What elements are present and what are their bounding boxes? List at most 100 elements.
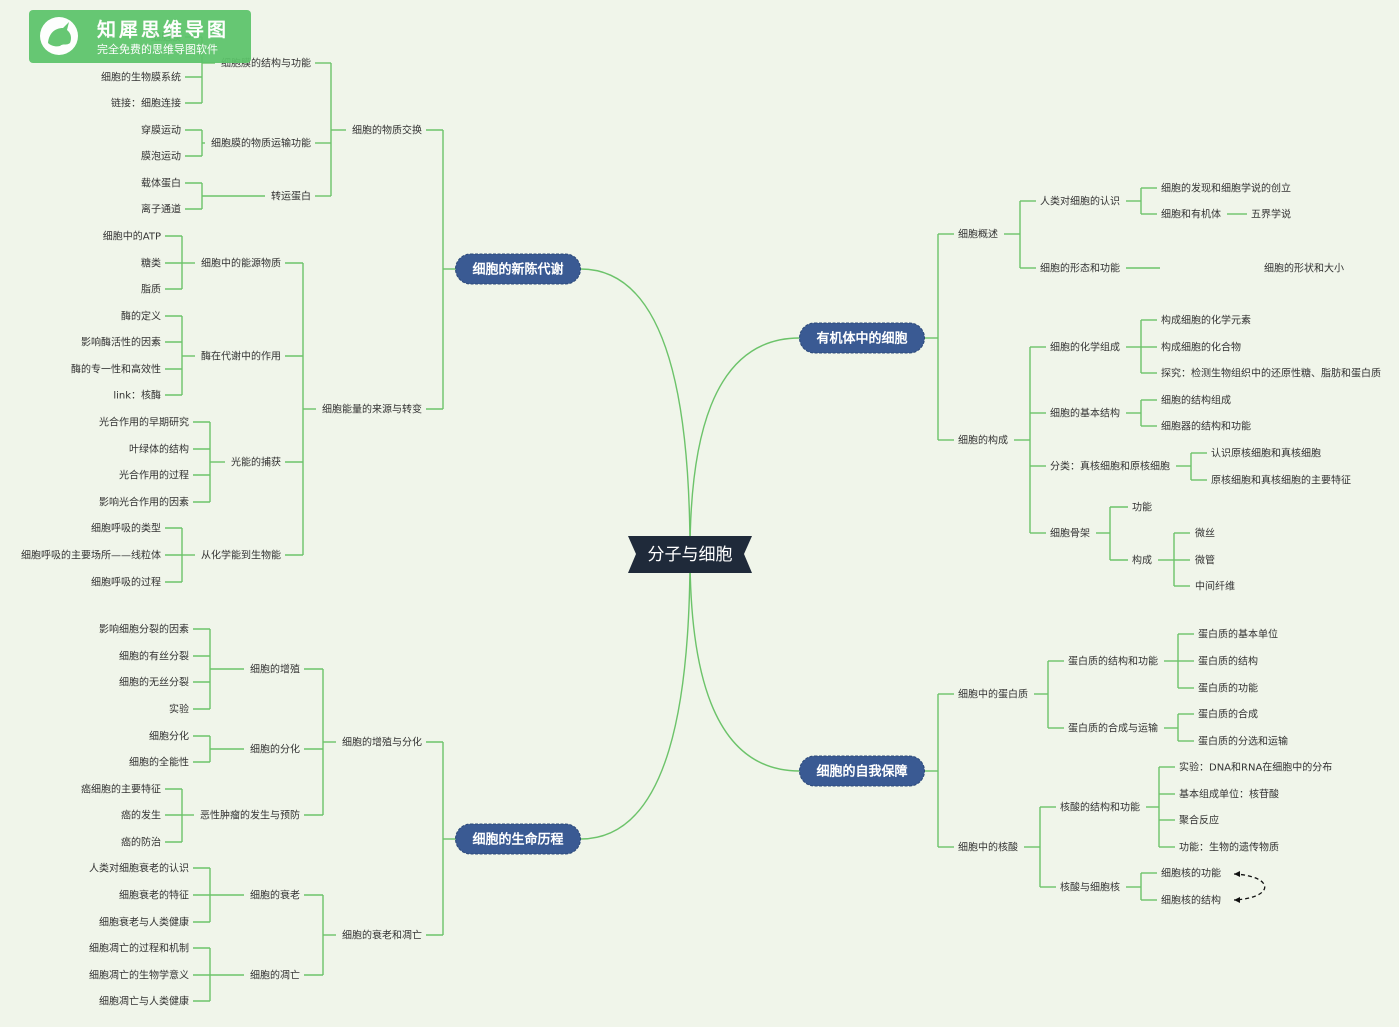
connector-line	[689, 337, 800, 555]
topic-node[interactable]: 核酸与细胞核	[1060, 881, 1120, 894]
topic-node[interactable]: 细胞分化	[149, 730, 189, 743]
topic-node[interactable]: 微管	[1195, 554, 1215, 567]
topic-node[interactable]: 细胞呼吸的过程	[91, 576, 161, 589]
topic-node[interactable]: 细胞中的核酸	[958, 841, 1018, 854]
topic-node[interactable]: 糖类	[141, 257, 161, 270]
topic-node[interactable]: 细胞衰老与人类健康	[99, 916, 189, 929]
topic-node[interactable]: 穿膜运动	[141, 124, 181, 137]
topic-node[interactable]: 细胞能量的来源与转变	[322, 403, 422, 416]
topic-node[interactable]: 光能的捕获	[231, 456, 281, 469]
topic-node[interactable]: 细胞的生物膜系统	[101, 71, 181, 84]
topic-node[interactable]: 功能：生物的遗传物质	[1179, 841, 1279, 854]
topic-node[interactable]: 构成	[1132, 554, 1152, 567]
topic-node[interactable]: 光合作用的早期研究	[99, 416, 189, 429]
topic-node[interactable]: 癌细胞的主要特征	[81, 783, 161, 796]
root-node[interactable]: 分子与细胞	[628, 536, 752, 573]
topic-node[interactable]: 恶性肿瘤的发生与预防	[200, 809, 300, 822]
topic-node[interactable]: 实验：DNA和RNA在细胞中的分布	[1179, 761, 1332, 774]
topic-node[interactable]: 聚合反应	[1179, 814, 1219, 827]
topic-node[interactable]: 载体蛋白	[141, 177, 181, 190]
topic-node[interactable]: 五界学说	[1251, 208, 1291, 221]
topic-node[interactable]: 细胞中的能源物质	[201, 257, 281, 270]
topic-node[interactable]: 蛋白质的合成与运输	[1068, 722, 1158, 735]
topic-node[interactable]: 细胞的结构组成	[1161, 394, 1231, 407]
topic-node[interactable]: 基本组成单位：核苷酸	[1179, 788, 1279, 801]
topic-node[interactable]: 叶绿体的结构	[129, 443, 189, 456]
topic-node[interactable]: 蛋白质的分选和运输	[1198, 735, 1288, 748]
topic-node[interactable]: 细胞的形态和功能	[1040, 262, 1120, 275]
topic-node[interactable]: 光合作用的过程	[119, 469, 189, 482]
topic-node[interactable]: 细胞凋亡的生物学意义	[89, 969, 189, 982]
topic-node[interactable]: 细胞的分化	[250, 743, 300, 756]
topic-node[interactable]: 细胞凋亡的过程和机制	[89, 942, 189, 955]
topic-node[interactable]: 影响光合作用的因素	[99, 496, 189, 509]
topic-node[interactable]: 细胞核的功能	[1161, 867, 1221, 880]
topic-node[interactable]: 细胞的衰老和凋亡	[342, 929, 422, 942]
topic-node[interactable]: 细胞的衰老	[250, 889, 300, 902]
topic-node[interactable]: 转运蛋白	[271, 190, 311, 203]
topic-node[interactable]: 细胞的增殖与分化	[342, 736, 422, 749]
topic-node[interactable]: 影响细胞分裂的因素	[99, 623, 189, 636]
topic-node[interactable]: 细胞的增殖	[250, 663, 300, 676]
topic-node[interactable]: 癌的防治	[121, 836, 161, 849]
connector-lines	[165, 36, 1247, 1002]
topic-node[interactable]: 蛋白质的功能	[1198, 682, 1258, 695]
topic-node[interactable]: 实验	[169, 703, 189, 716]
branch-node[interactable]: 细胞的生命历程	[454, 823, 582, 855]
topic-node[interactable]: 蛋白质的合成	[1198, 708, 1258, 721]
topic-node[interactable]: 认识原核细胞和真核细胞	[1211, 447, 1321, 460]
topic-node[interactable]: 构成细胞的化学元素	[1161, 314, 1251, 327]
topic-node[interactable]: 细胞的全能性	[129, 756, 189, 769]
topic-node[interactable]: 链接：细胞连接	[111, 97, 181, 110]
topic-node[interactable]: 离子通道	[141, 203, 181, 216]
topic-node[interactable]: 蛋白质的基本单位	[1198, 628, 1278, 641]
topic-node[interactable]: 细胞器的结构和功能	[1161, 420, 1251, 433]
topic-node[interactable]: 微丝	[1195, 527, 1215, 540]
topic-node[interactable]: 从化学能到生物能	[201, 549, 281, 562]
topic-node[interactable]: 细胞的有丝分裂	[119, 650, 189, 663]
topic-node[interactable]: 细胞的发现和细胞学说的创立	[1161, 182, 1291, 195]
arrowhead-icon	[1234, 897, 1240, 903]
topic-node[interactable]: 细胞的物质交换	[352, 124, 422, 137]
topic-node[interactable]: 分类：真核细胞和原核细胞	[1050, 460, 1170, 473]
arrowhead-icon	[1234, 871, 1240, 877]
topic-node[interactable]: 蛋白质的结构	[1198, 655, 1258, 668]
topic-node[interactable]: 细胞骨架	[1050, 527, 1090, 540]
topic-node[interactable]: 细胞膜的物质运输功能	[211, 137, 311, 150]
topic-node[interactable]: link：核酶	[113, 389, 161, 402]
topic-node[interactable]: 细胞的凋亡	[250, 969, 300, 982]
topic-node[interactable]: 探究：检测生物组织中的还原性糖、脂肪和蛋白质	[1161, 367, 1381, 380]
topic-node[interactable]: 中间纤维	[1195, 580, 1235, 593]
topic-node[interactable]: 原核细胞和真核细胞的主要特征	[1211, 474, 1351, 487]
topic-node[interactable]: 癌的发生	[121, 809, 161, 822]
topic-node[interactable]: 细胞核的结构	[1161, 894, 1221, 907]
topic-node[interactable]: 细胞的无丝分裂	[119, 676, 189, 689]
branch-node[interactable]: 细胞的新陈代谢	[454, 253, 582, 285]
topic-node[interactable]: 人类对细胞的认识	[1040, 195, 1120, 208]
topic-node[interactable]: 细胞凋亡与人类健康	[99, 995, 189, 1008]
topic-node[interactable]: 酶的定义	[121, 310, 161, 323]
topic-node[interactable]: 酶的专一性和高效性	[71, 363, 161, 376]
topic-node[interactable]: 细胞的化学组成	[1050, 341, 1120, 354]
topic-node[interactable]: 细胞的形状和大小	[1264, 262, 1344, 275]
topic-node[interactable]: 细胞概述	[958, 228, 998, 241]
topic-node[interactable]: 细胞呼吸的类型	[91, 522, 161, 535]
topic-node[interactable]: 细胞的基本结构	[1050, 407, 1120, 420]
topic-node[interactable]: 细胞的构成	[958, 434, 1008, 447]
topic-node[interactable]: 酶在代谢中的作用	[201, 350, 281, 363]
topic-node[interactable]: 细胞中的ATP	[103, 230, 161, 243]
topic-node[interactable]: 核酸的结构和功能	[1060, 801, 1140, 814]
topic-node[interactable]: 细胞中的蛋白质	[958, 688, 1028, 701]
topic-node[interactable]: 人类对细胞衰老的认识	[89, 862, 189, 875]
branch-node[interactable]: 有机体中的细胞	[798, 322, 926, 354]
topic-node[interactable]: 脂质	[141, 283, 161, 296]
topic-node[interactable]: 细胞和有机体	[1161, 208, 1221, 221]
topic-node[interactable]: 细胞呼吸的主要场所——线粒体	[21, 549, 161, 562]
branch-node[interactable]: 细胞的自我保障	[798, 755, 926, 787]
topic-node[interactable]: 功能	[1132, 501, 1152, 514]
topic-node[interactable]: 膜泡运动	[141, 150, 181, 163]
topic-node[interactable]: 细胞衰老的特征	[119, 889, 189, 902]
topic-node[interactable]: 影响酶活性的因素	[81, 336, 161, 349]
topic-node[interactable]: 构成细胞的化合物	[1161, 341, 1241, 354]
topic-node[interactable]: 蛋白质的结构和功能	[1068, 655, 1158, 668]
